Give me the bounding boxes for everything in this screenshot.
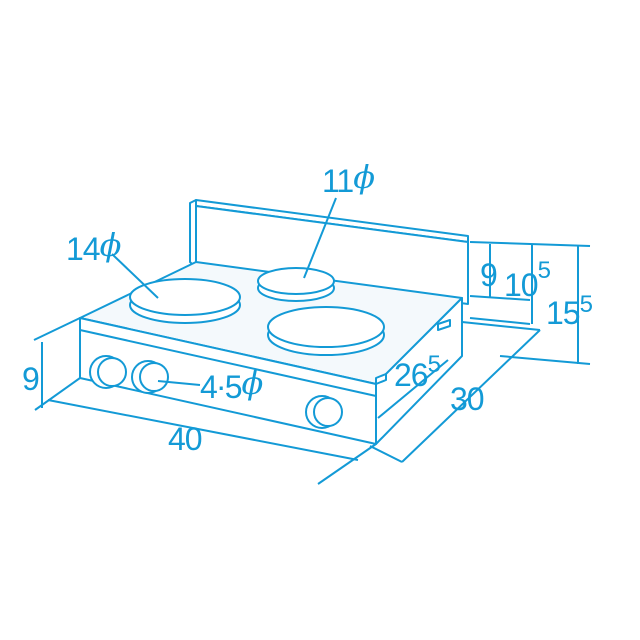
burner-small-back [257, 267, 335, 302]
label-depth-26-5: 265 [394, 351, 441, 393]
label-burner-11: 11ϕ [322, 158, 375, 199]
burner-large-right [267, 306, 385, 356]
label-backsplash-9: 9 [480, 257, 497, 293]
label-height-15-5: 155 [546, 291, 593, 331]
label-height-10-5: 105 [504, 257, 551, 303]
dimension-lines [33, 241, 591, 485]
label-knob-4-5: 4.5ϕ [200, 361, 263, 405]
knob-middle [131, 360, 169, 394]
knob-left [89, 355, 127, 389]
knob-right [305, 395, 343, 429]
label-width-40: 40 [168, 421, 202, 457]
stove-feet [375, 319, 451, 385]
dimension-labels: 14ϕ 11ϕ 4.5ϕ 40 9 9 105 155 265 30 [22, 158, 594, 457]
burner-large-left [129, 278, 241, 324]
label-front-height-9: 9 [22, 361, 39, 397]
label-depth-30: 30 [450, 381, 484, 417]
label-burner-14: 14ϕ [66, 226, 122, 267]
backsplash [189, 199, 469, 305]
leader-lines [111, 197, 337, 386]
